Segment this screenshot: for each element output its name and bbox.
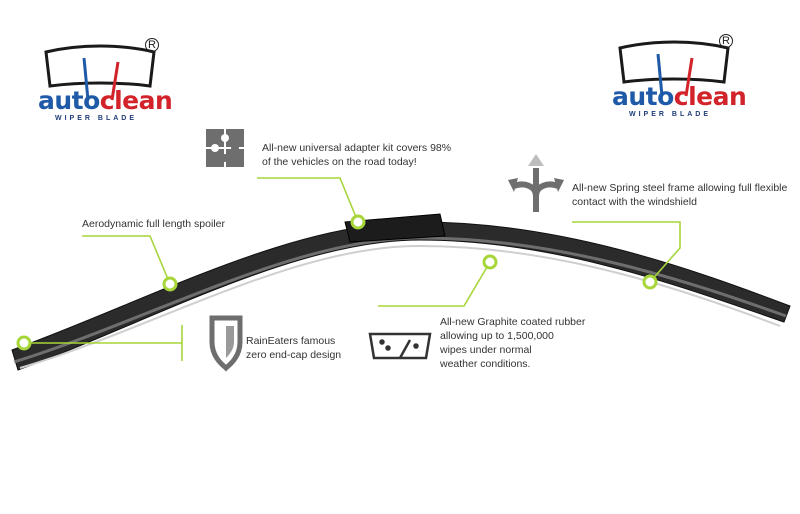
shield-icon — [209, 315, 243, 372]
graphite-line-3: wipes under normal — [440, 344, 532, 356]
logo-windshield-right — [618, 40, 730, 97]
puzzle-icon — [206, 129, 244, 167]
windshield-wiper-icon — [368, 332, 432, 360]
logo-wordmark: autoclean — [612, 82, 747, 111]
arrows-split-icon — [512, 168, 560, 212]
logo-text-auto: auto — [38, 86, 100, 115]
graphite-line-1: All-new Graphite coated rubber — [440, 316, 586, 328]
callout-dots — [16, 214, 658, 351]
logo-subtitle: WIPER BLADE — [55, 115, 137, 122]
logo-text-clean: clean — [99, 86, 173, 115]
spoiler-feature-text: Aerodynamic full length spoiler — [82, 217, 225, 231]
spring-line-1: All-new Spring steel frame allowing full… — [572, 182, 788, 194]
logo-text-auto: auto — [612, 82, 674, 111]
wiper-blade — [11, 213, 791, 371]
brand-logo-left: autoclean WIPER BLADE R — [38, 38, 178, 128]
logo-wordmark: autoclean — [38, 86, 173, 115]
callout-lines — [24, 177, 681, 361]
adapter-feature-text: All-new universal adapter kit covers 98%… — [262, 141, 451, 169]
registered-mark: R — [719, 34, 733, 48]
graphite-line-2: allowing up to 1,500,000 — [440, 330, 554, 342]
arrow-heads — [508, 154, 564, 192]
brand-logo-right: autoclean WIPER BLADE R — [612, 34, 752, 124]
endcap-feature-text: RainEaters famous zero end-cap design — [246, 334, 341, 362]
dot-spring — [642, 274, 658, 290]
spring-feature-text: All-new Spring steel frame allowing full… — [572, 181, 787, 209]
graphite-line-4: weather conditions. — [440, 358, 531, 370]
graphite-feature-text: All-new Graphite coated rubber allowing … — [440, 315, 585, 371]
dot-graphite — [482, 254, 498, 270]
logo-subtitle: WIPER BLADE — [629, 111, 711, 118]
spoiler-line-1: Aerodynamic full length spoiler — [82, 218, 225, 230]
endcap-line-1: RainEaters famous — [246, 335, 336, 347]
logo-windshield-left — [44, 44, 156, 101]
logo-text-clean: clean — [673, 82, 747, 111]
spring-line-2: contact with the windshield — [572, 196, 697, 208]
adapter-block — [344, 213, 446, 243]
dot-spoiler — [162, 276, 178, 292]
dot-adapter — [350, 214, 366, 230]
dot-endcap — [16, 335, 32, 351]
endcap-line-2: zero end-cap design — [246, 349, 342, 361]
adapter-line-2: of the vehicles on the road today! — [262, 156, 417, 168]
adapter-line-1: All-new universal adapter kit covers 98% — [262, 142, 452, 154]
registered-mark: R — [145, 38, 159, 52]
